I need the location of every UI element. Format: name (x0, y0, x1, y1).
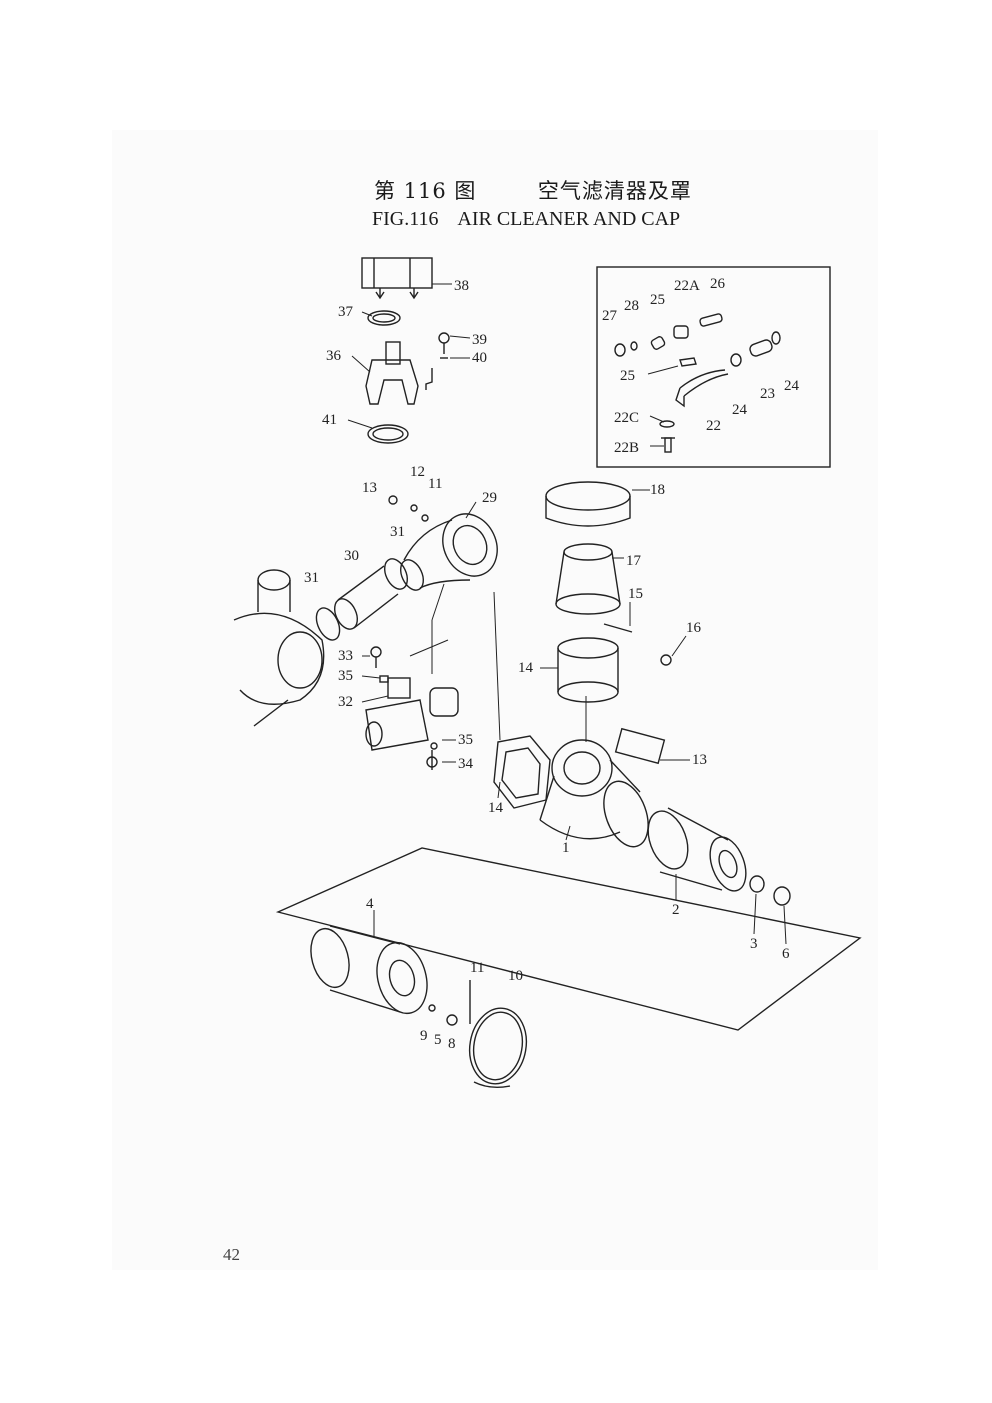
part-label: 40 (472, 350, 487, 366)
part-label: 22A (674, 278, 700, 294)
part-label: 15 (628, 586, 643, 602)
part-label: 11 (428, 476, 442, 492)
part-label: 9 (420, 1028, 428, 1044)
figure-title-chinese: 第 116 图 空气滤清器及罩 (374, 179, 692, 203)
part-label: 31 (304, 570, 319, 586)
leader-lines (347, 283, 787, 945)
part-label: 28 (624, 298, 639, 314)
part-label: 3 (750, 936, 758, 952)
part-label: 37 (338, 304, 354, 320)
cap-assembly (361, 257, 450, 444)
part-label: 13 (362, 480, 377, 496)
part-label: 27 (602, 308, 618, 324)
part-label: 4 (366, 896, 374, 912)
cap-and-precleaner (545, 481, 672, 703)
part-label: 22C (614, 410, 639, 426)
part-label: 35 (458, 732, 473, 748)
part-number-labels: 38 37 36 41 39 40 12 11 13 29 31 30 31 1… (304, 276, 800, 1052)
part-label: 10 (508, 968, 523, 984)
part-label: 39 (472, 332, 487, 348)
part-label: 26 (710, 276, 726, 292)
part-label: 33 (338, 648, 353, 664)
page-number: 42 (223, 1245, 240, 1264)
part-label: 41 (322, 412, 337, 428)
part-label: 25 (620, 368, 635, 384)
part-label: 23 (760, 386, 775, 402)
air-cleaner-body (539, 727, 666, 848)
part-label: 34 (458, 756, 474, 772)
detail-inset-box (596, 266, 831, 468)
part-label: 29 (482, 490, 497, 506)
part-label: 2 (672, 902, 680, 918)
clamp-band (428, 980, 528, 1089)
part-label: 6 (782, 946, 790, 962)
bracket-assembly (365, 646, 459, 770)
part-label: 11 (470, 960, 484, 976)
part-label: 38 (454, 278, 469, 294)
part-label: 24 (784, 378, 800, 394)
exploded-group-outline (275, 847, 862, 1031)
inset-parts (614, 313, 781, 453)
part-label: 14 (518, 660, 534, 676)
part-label: 14 (488, 800, 504, 816)
figure-title-english: FIG.116 AIR CLEANER AND CAP (372, 208, 681, 230)
outer-element (647, 807, 791, 906)
part-label: 17 (626, 553, 642, 569)
part-label: 22 (706, 418, 721, 434)
turbocharger-outline (233, 569, 325, 727)
part-label: 16 (686, 620, 702, 636)
part-label: 24 (732, 402, 748, 418)
part-label: 30 (344, 548, 359, 564)
part-label: 32 (338, 694, 353, 710)
part-label: 8 (448, 1036, 456, 1052)
inner-element (310, 925, 428, 1015)
part-label: 13 (692, 752, 707, 768)
part-label: 1 (562, 840, 570, 856)
elbow-and-hose (315, 495, 498, 641)
part-label: 12 (410, 464, 425, 480)
gasket (493, 735, 551, 809)
part-label: 22B (614, 440, 639, 456)
part-label: 18 (650, 482, 665, 498)
part-label: 25 (650, 292, 665, 308)
part-label: 35 (338, 668, 353, 684)
part-label: 31 (390, 524, 405, 540)
part-label: 5 (434, 1032, 442, 1048)
part-label: 36 (326, 348, 342, 364)
